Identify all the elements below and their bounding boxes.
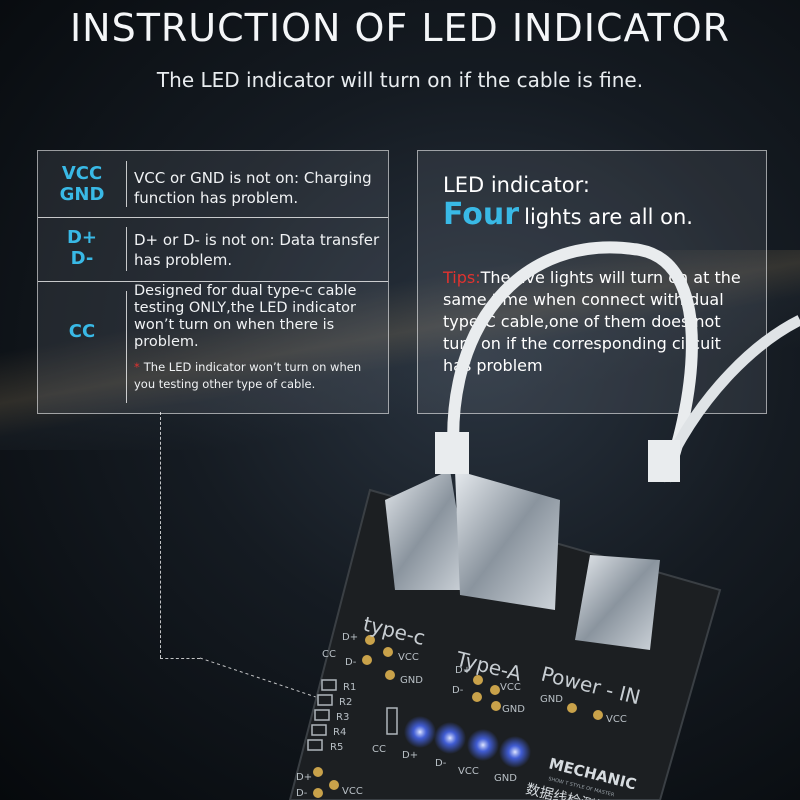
legend-code: VCC GND <box>38 163 126 205</box>
svg-text:GND: GND <box>502 704 525 715</box>
led-indicator <box>434 722 466 754</box>
page-title: INSTRUCTION OF LED INDICATOR <box>69 6 731 50</box>
svg-text:R4: R4 <box>333 727 346 738</box>
legend-description: D+ or D- is not on: Data transfer has pr… <box>134 231 380 269</box>
svg-text:R5: R5 <box>330 742 343 753</box>
led-indicator-label: LED indicator: <box>443 173 590 197</box>
leader-line-horizontal <box>160 658 200 659</box>
code-dplus: D+ <box>66 227 98 248</box>
svg-text:D+: D+ <box>342 632 358 643</box>
legend-description: Designed for dual type-c cable testing O… <box>134 283 357 350</box>
legend-row-data: D+ D- D+ or D- is not on: Data transfer … <box>38 217 388 282</box>
typec-connector <box>385 470 470 590</box>
note-text: The LED indicator won’t turn on when you… <box>134 360 362 391</box>
svg-text:D+: D+ <box>296 772 312 783</box>
svg-text:CC: CC <box>322 649 336 660</box>
divider <box>126 227 127 271</box>
pin-legend-panel: VCC GND VCC or GND is not on: Charging f… <box>37 150 389 414</box>
svg-text:R1: R1 <box>343 682 356 693</box>
led-status-text: lights are all on. <box>524 205 693 229</box>
legend-description: VCC or GND is not on: Charging function … <box>134 169 372 207</box>
tips-label: Tips: <box>443 268 481 287</box>
svg-text:VCC: VCC <box>398 652 419 663</box>
power-connector <box>575 555 660 650</box>
svg-text:D-: D- <box>435 758 447 769</box>
svg-text:VCC: VCC <box>342 786 363 797</box>
code-gnd: GND <box>59 184 105 205</box>
code-dminus: D- <box>70 248 94 269</box>
legend-code: D+ D- <box>38 227 126 269</box>
page-subtitle: The LED indicator will turn on if the ca… <box>156 68 644 92</box>
typea-connector <box>455 470 560 610</box>
svg-text:D+: D+ <box>455 665 471 676</box>
svg-text:D+: D+ <box>402 750 418 761</box>
svg-text:GND: GND <box>400 675 423 686</box>
svg-text:D-: D- <box>296 788 308 799</box>
led-count-highlight: Four <box>443 197 520 232</box>
svg-text:D-: D- <box>452 685 464 696</box>
divider <box>126 291 127 403</box>
led-status-panel: LED indicator: Four lights are all on. T… <box>417 150 767 414</box>
svg-text:GND: GND <box>494 773 517 784</box>
svg-text:CC: CC <box>372 744 386 755</box>
background-streak <box>0 250 800 450</box>
legend-note: *The LED indicator won’t turn on when yo… <box>134 359 384 393</box>
legend-row-cc: CC Designed for dual type-c cable testin… <box>38 281 388 413</box>
led-indicator <box>467 729 499 761</box>
cable <box>447 241 698 483</box>
svg-text:GND: GND <box>540 694 563 705</box>
divider <box>126 161 127 207</box>
cable-plug <box>648 440 680 482</box>
code-vcc: VCC <box>61 163 103 184</box>
svg-text:VCC: VCC <box>458 766 479 777</box>
svg-text:R3: R3 <box>336 712 349 723</box>
code-cc: CC <box>68 321 96 342</box>
legend-row-power: VCC GND VCC or GND is not on: Charging f… <box>38 151 388 218</box>
cable-plug <box>435 432 469 474</box>
svg-text:VCC: VCC <box>500 682 521 693</box>
led-indicator <box>404 716 436 748</box>
svg-text:R2: R2 <box>339 697 352 708</box>
asterisk-icon: * <box>134 360 140 374</box>
svg-text:VCC: VCC <box>606 714 627 725</box>
led-status-line: Four lights are all on. <box>443 197 693 232</box>
leader-line-vertical <box>160 412 161 658</box>
svg-text:D-: D- <box>345 657 357 668</box>
led-indicator <box>499 736 531 768</box>
